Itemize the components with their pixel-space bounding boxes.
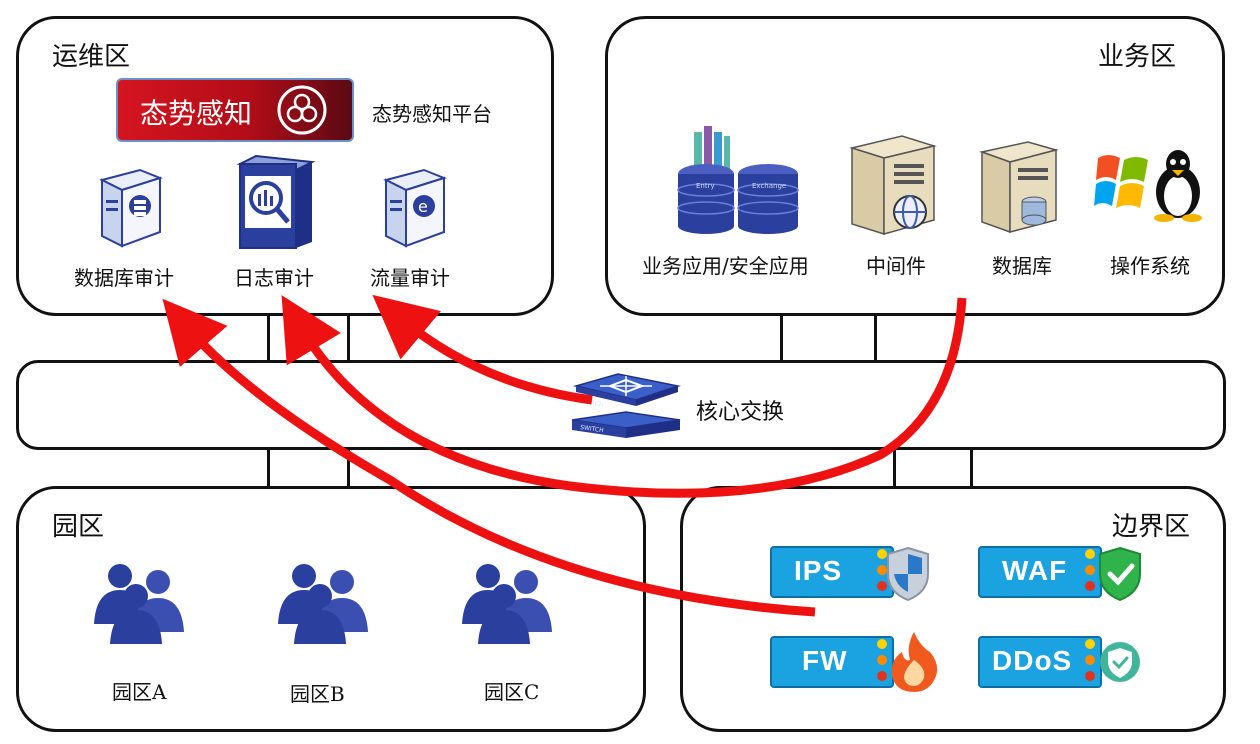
link-line: [347, 314, 350, 362]
waf-device: WAF: [978, 546, 1102, 598]
fw-device: FW: [770, 636, 894, 688]
link-line: [267, 448, 270, 488]
middleware-server-icon: [846, 130, 938, 238]
ips-label: IPS: [794, 555, 843, 586]
waf-shield-check-icon: [1082, 544, 1144, 602]
situational-awareness-banner: 态势感知: [116, 78, 354, 142]
db-icon-text-entry: Entry: [696, 182, 715, 190]
user-group-icon-c: [452, 560, 562, 644]
user-group-icon-b: [268, 560, 378, 644]
business-zone-title: 业务区: [1098, 42, 1177, 72]
business-app-db-cluster-icon: Entry Exchange: [676, 124, 802, 234]
link-line: [267, 314, 270, 362]
db-audit-label: 数据库审计: [74, 266, 174, 290]
svg-text:e: e: [418, 197, 428, 216]
db-audit-server-icon: [96, 166, 166, 248]
fw-label: FW: [802, 645, 848, 676]
ddos-shield-icon: [1082, 634, 1144, 692]
windows-logo-icon: [1094, 150, 1152, 212]
linux-penguin-icon: [1152, 148, 1204, 222]
platform-label: 态势感知平台: [372, 102, 492, 126]
ops-zone-title: 运维区: [52, 42, 131, 72]
ddos-label: DDoS: [992, 645, 1073, 676]
ddos-device: DDoS: [978, 636, 1102, 688]
campus-b-label: 园区B: [290, 682, 345, 706]
user-group-icon-a: [84, 560, 194, 644]
business-app-label: 业务应用/安全应用: [642, 254, 809, 278]
switch-text-top: SWITCH: [580, 397, 604, 409]
border-zone-title: 边界区: [1112, 512, 1191, 542]
traffic-audit-label: 流量审计: [370, 266, 450, 290]
ips-shield-icon: [874, 544, 932, 602]
awareness-logo-icon: [276, 84, 328, 136]
link-line: [780, 314, 783, 362]
os-label: 操作系统: [1110, 254, 1190, 278]
fw-flame-icon: [874, 630, 942, 694]
link-line: [970, 448, 973, 488]
campus-a-label: 园区A: [112, 680, 167, 704]
db-icon-text-exchange: Exchange: [752, 182, 786, 190]
link-line: [347, 448, 350, 488]
core-switch-label: 核心交换: [696, 400, 785, 425]
database-label: 数据库: [992, 254, 1052, 278]
log-audit-server-icon: [236, 154, 316, 250]
waf-label: WAF: [1002, 555, 1068, 586]
link-line: [874, 314, 877, 362]
campus-zone-title: 园区: [52, 512, 105, 542]
core-switch-icon: SWITCH SWITCH: [570, 372, 682, 442]
link-line: [893, 448, 896, 488]
database-server-icon: [976, 136, 1060, 236]
middleware-label: 中间件: [866, 254, 926, 278]
banner-text: 态势感知: [140, 97, 253, 130]
campus-c-label: 园区C: [484, 680, 540, 704]
traffic-audit-server-icon: e: [380, 166, 450, 248]
log-audit-label: 日志审计: [234, 266, 314, 290]
